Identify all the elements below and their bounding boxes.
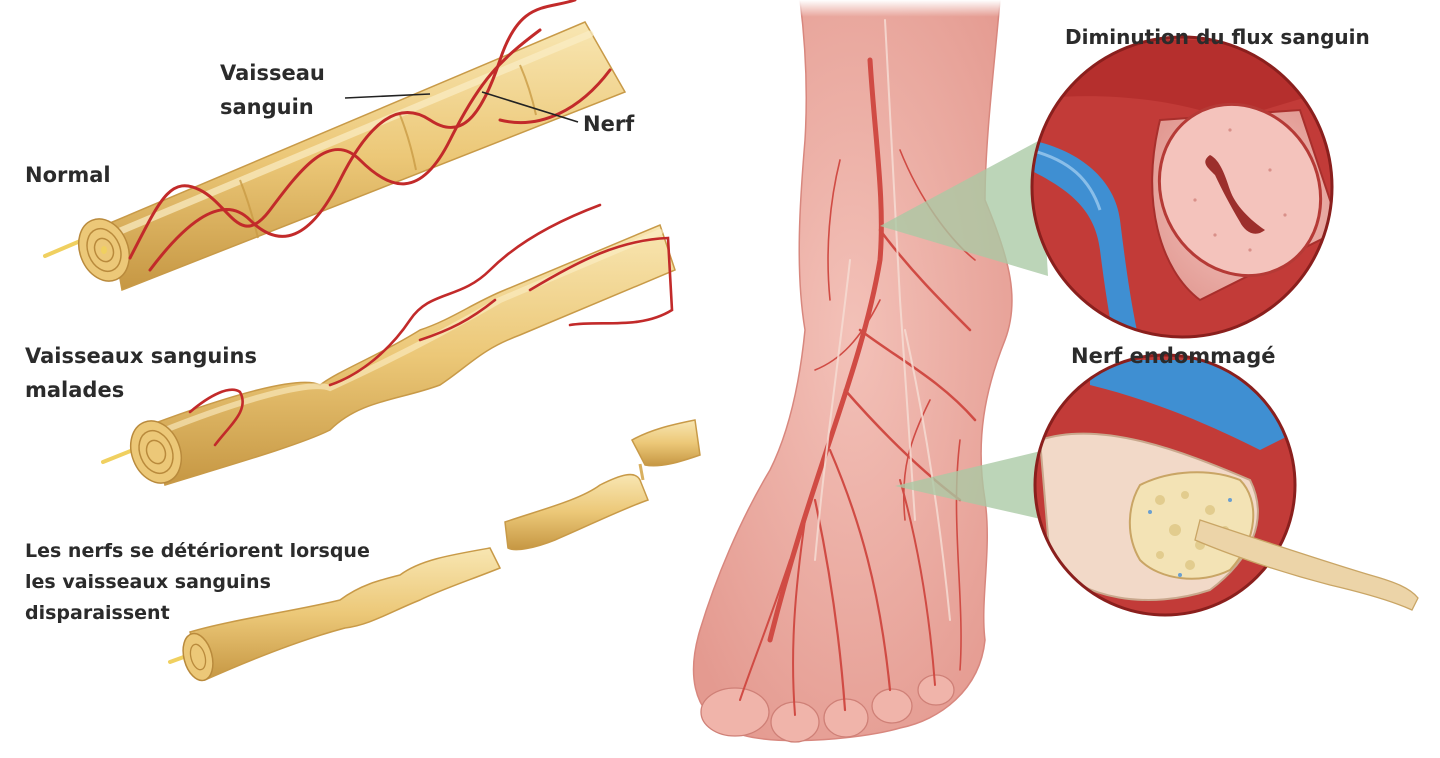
damaged-nerve-inset [1033,353,1419,617]
blood-vessel-label-line2: sanguin [220,95,314,119]
deteriorated-nerves-label-line3: disparaissent [25,602,170,624]
normal-nerve-illustration [43,0,627,292]
callout-cones [880,140,1048,520]
damaged-nerve-label: Nerf endommagé [1071,344,1276,368]
diseased-vessels-label-line2: malades [25,378,125,402]
vessel-leader-line [344,93,431,99]
diseased-vessels-label-line1: Vaisseaux sanguins [25,344,257,368]
normal-label: Normal [25,163,111,187]
reduced-blood-flow-label: Diminution du flux sanguin [1065,25,1370,49]
leader-lines [344,91,579,123]
deteriorated-nerves-label-line2: les vaisseaux sanguins [25,571,271,593]
deteriorated-nerve-illustration [168,419,701,682]
frayed-nerve-strand [1194,519,1419,611]
blood-vessel-label-line1: Vaisseau [220,61,325,85]
blood-vessel-label: Vaisseau sanguin [220,56,325,124]
nerve-leader-line [481,91,579,123]
nerve-label: Nerf [583,112,635,136]
reduced-flow-inset [1030,35,1334,339]
foot-illustration [692,0,1013,743]
diseased-vessels-label: Vaisseaux sanguins malades [25,339,257,407]
reduced-flow-callout-cone [880,140,1048,276]
deteriorated-nerves-label: Les nerfs se détériorent lorsque les vai… [25,536,370,629]
damaged-nerve-callout-cone [895,450,1045,520]
diseased-nerve-illustration [101,203,676,486]
deteriorated-nerves-label-line1: Les nerfs se détériorent lorsque [25,540,370,562]
